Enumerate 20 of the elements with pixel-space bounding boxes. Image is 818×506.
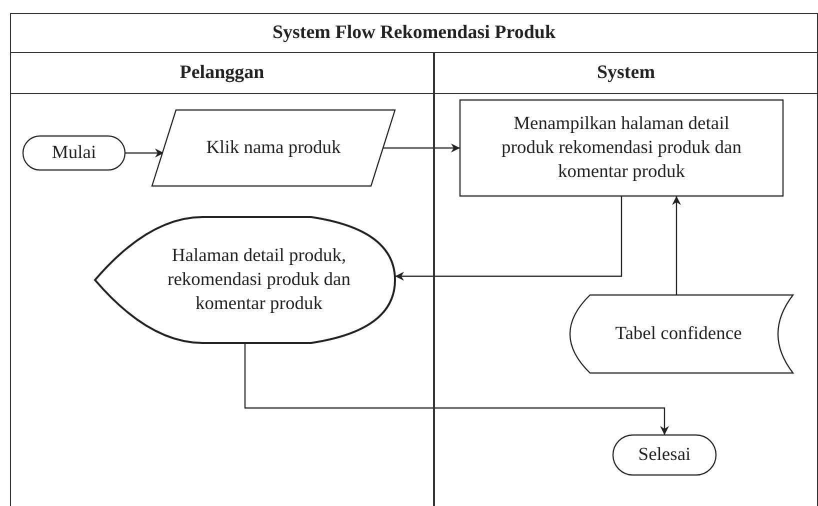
node-label: Klik nama produk: [206, 136, 341, 160]
node-label: Halaman detail produk, rekomendasi produk dan komentar produk: [166, 244, 352, 316]
arrow: [244, 343, 669, 435]
node-label: Mulai: [52, 142, 96, 165]
arrow: [125, 148, 164, 158]
display-shape: [95, 217, 395, 343]
terminator-shape: [613, 435, 716, 475]
input-parallelogram: [152, 110, 395, 186]
arrow: [395, 196, 622, 281]
lane-header: System: [435, 53, 817, 94]
process-box: [460, 100, 783, 196]
arrow: [383, 144, 460, 152]
node-label: Menampilkan halaman detail produk rekomendasi produk dan komentar produk: [500, 112, 742, 184]
swimlane: [434, 52, 818, 506]
arrow: [672, 196, 681, 295]
node-label: Selesai: [638, 444, 691, 467]
node-label: Tabel confidence: [615, 322, 742, 346]
lane-header: Pelanggan: [11, 53, 433, 94]
terminator-shape: [23, 136, 125, 170]
swimlane: [10, 52, 434, 506]
